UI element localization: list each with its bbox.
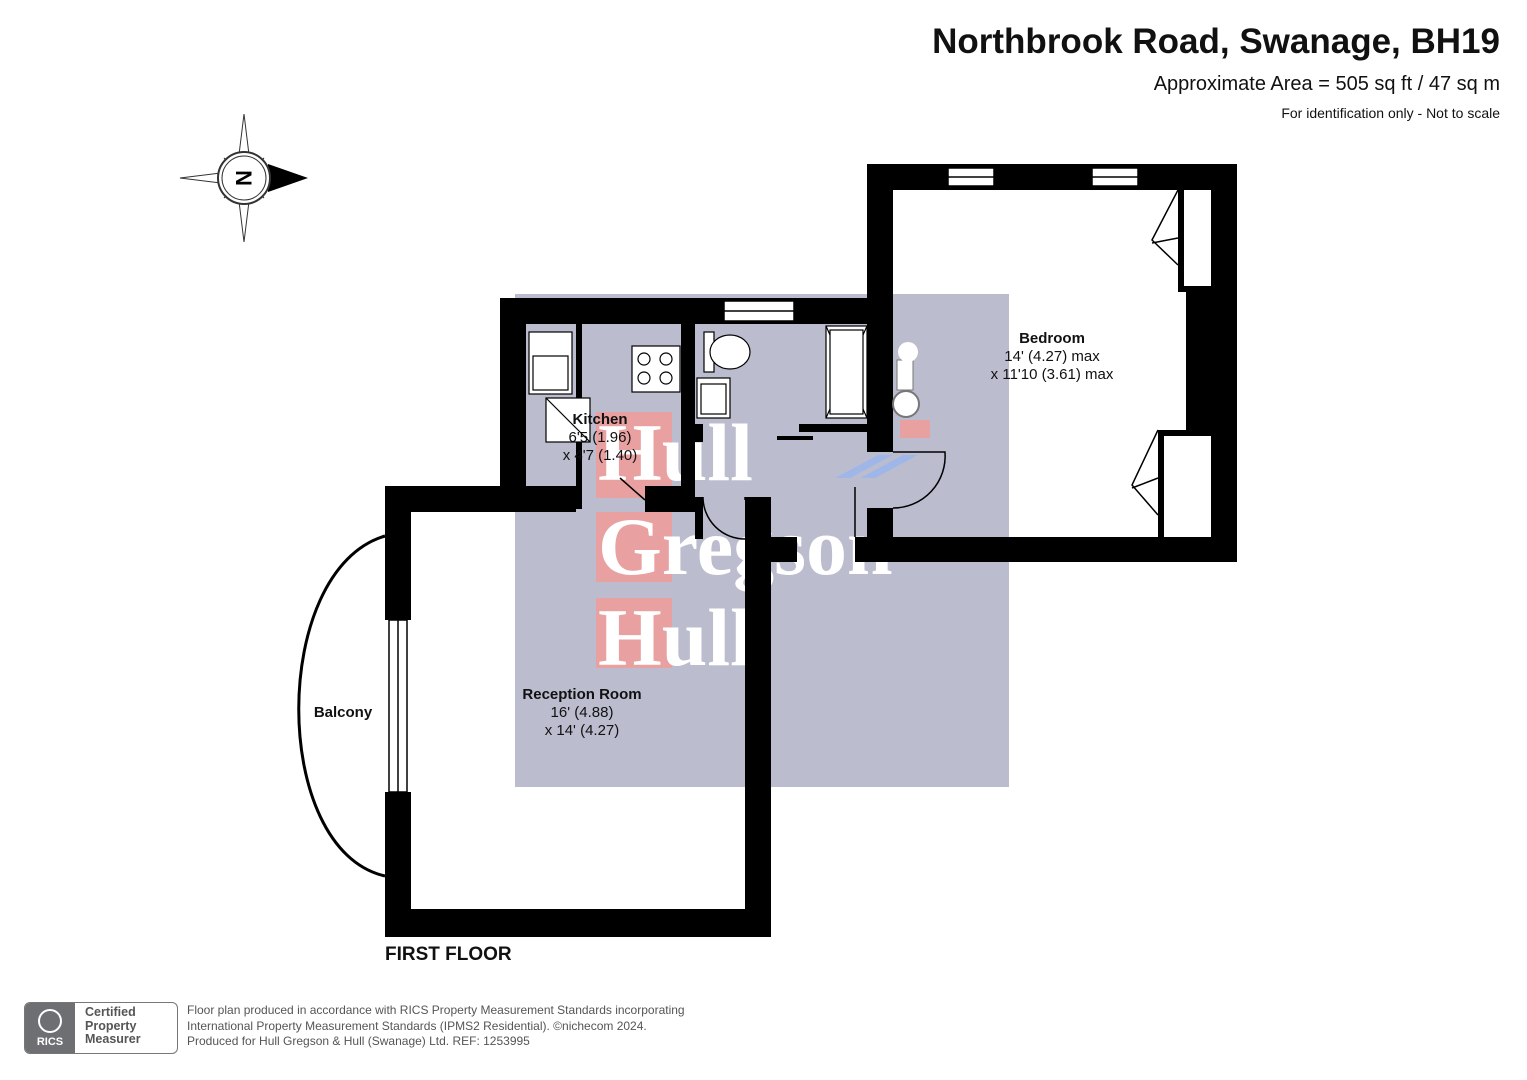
watermark-line-3: Hull [598,592,753,683]
watermark-line-1: Hull [598,407,753,498]
bedroom-dim-1: 14' (4.27) max [1004,348,1100,365]
train-logo-icon [892,342,930,438]
property-title: Northbrook Road, Swanage, BH19 [932,22,1500,61]
kitchen-name: Kitchen [572,411,627,428]
footer-note: Floor plan produced in accordance with R… [187,1003,685,1050]
rics-badge-text: Certified Property Measurer [75,1003,177,1053]
room-label-kitchen: Kitchen 6'5 (1.96) x 4'7 (1.40) [563,411,638,464]
reception-dim-1: 16' (4.88) [551,704,614,721]
rics-badge: RICS Certified Property Measurer [24,1002,178,1054]
rics-logo-text: RICS [36,1035,64,1048]
reception-dim-2: x 14' (4.27) [545,722,620,739]
rics-logo-icon: RICS [25,1003,75,1053]
fixtures [528,325,868,443]
compass-letter: N [231,170,256,186]
footer-line-3: Produced for Hull Gregson & Hull (Swanag… [187,1034,530,1048]
kitchen-dim-1: 6'5 (1.96) [569,429,632,446]
compass-icon: N [179,113,308,243]
approximate-area: Approximate Area = 505 sq ft / 47 sq m [1153,73,1500,95]
reception-name: Reception Room [522,686,641,703]
windows [388,167,1139,793]
balcony-name: Balcony [314,704,373,721]
footer-line-1: Floor plan produced in accordance with R… [187,1003,685,1017]
doors [619,189,1179,540]
balcony-outline [297,534,386,878]
badge-line-2: Property [85,1018,137,1033]
bedroom-dim-2: x 11'10 (3.61) max [991,366,1114,383]
hob-icon [631,345,681,393]
floor-label: FIRST FLOOR [385,944,512,965]
watermark-stripes [835,455,918,478]
room-label-bedroom: Bedroom 14' (4.27) max x 11'10 (3.61) ma… [991,330,1114,383]
identification-note: For identification only - Not to scale [1281,105,1500,121]
room-label-reception: Reception Room 16' (4.88) x 14' (4.27) [522,686,641,739]
bedroom-name: Bedroom [1019,330,1085,347]
badge-line-1: Certified [85,1005,136,1019]
footer-line-2: International Property Measurement Stand… [187,1018,647,1033]
kitchen-dim-2: x 4'7 (1.40) [563,447,638,464]
badge-line-3: Measurer [85,1032,141,1046]
walls [385,164,1237,937]
